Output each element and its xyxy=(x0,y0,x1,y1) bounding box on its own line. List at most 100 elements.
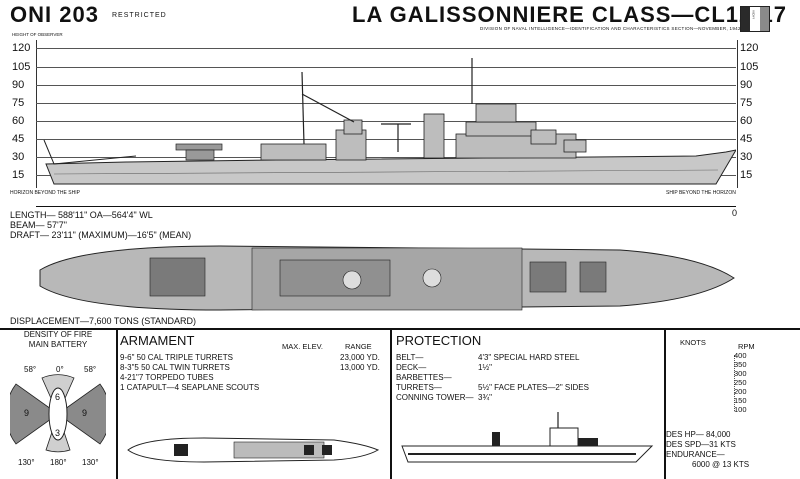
sector-value-aft: 3 xyxy=(55,428,61,438)
ship-side-profile xyxy=(43,58,736,185)
divider-armament xyxy=(390,330,392,479)
ship-beyond-horizon-label: SHIP BEYOND THE HORIZON xyxy=(666,190,736,196)
scale-left-90: 90 xyxy=(12,79,25,91)
scale-right-45: 45 xyxy=(740,133,753,145)
masts xyxy=(301,58,473,152)
protection-value-belt: 4'3" SPECIAL HARD STEEL xyxy=(478,353,580,362)
angle-label-right-top: 58° xyxy=(84,365,97,374)
sector-value-forward: 6 xyxy=(55,392,61,402)
rpm-value-150: 150 xyxy=(734,396,747,405)
rpm-value-300: 300 xyxy=(734,369,747,378)
scale-right-15: 15 xyxy=(740,169,753,181)
displacement-value: DISPLACEMENT—7,600 TONS (STANDARD) xyxy=(10,316,197,326)
scale-gridline xyxy=(36,103,736,104)
armament-ship-plan-sketch xyxy=(127,437,380,463)
protection-value-turrets: 5½" FACE PLATES—2" SIDES xyxy=(478,383,589,392)
flag-stripe-right xyxy=(759,7,769,31)
zero-label: 0 xyxy=(732,208,738,218)
protection-value-deck: 1½" xyxy=(478,363,492,372)
density-title-line2: MAIN BATTERY xyxy=(28,340,88,349)
armament-row-3: 4-21"7 TORPEDO TUBES xyxy=(120,373,214,382)
profile-frame xyxy=(36,40,738,188)
density-of-fire-title: DENSITY OF FIRE MAIN BATTERY xyxy=(0,330,116,350)
plan-deck-details xyxy=(149,247,607,311)
rpm-value-350: 350 xyxy=(734,360,747,369)
scale-gridline xyxy=(36,157,736,158)
bow-rigging xyxy=(43,139,137,165)
scale-left-60: 60 xyxy=(12,115,25,127)
restricted-label: RESTRICTED xyxy=(112,12,167,19)
endurance-label: ENDURANCE— xyxy=(666,450,725,459)
document-code: ONI 203 xyxy=(10,2,99,27)
scale-right-105: 105 xyxy=(740,61,759,73)
rpm-value-100: 100 xyxy=(734,405,747,414)
design-speed: DES SPD—31 KTS xyxy=(666,440,736,449)
design-horsepower: DES HP— 84,000 xyxy=(666,430,731,439)
protection-label-conning-tower: CONNING TOWER— xyxy=(396,393,474,402)
length-value: LENGTH— 588'11" OA—564'4" WL xyxy=(10,210,153,220)
armament-range-2: 13,000 YD. xyxy=(340,363,380,372)
scale-right-120: 120 xyxy=(740,42,759,54)
ship-plan-view xyxy=(39,245,735,311)
flag-stripe-left xyxy=(741,7,751,31)
page-title: LA GALISSONNIERE CLASS—CL12-17 xyxy=(352,2,788,27)
catapult xyxy=(175,143,223,161)
scale-left-105: 105 xyxy=(12,61,31,73)
divider-protection xyxy=(664,330,666,479)
armament-col-elev: MAX. ELEV. xyxy=(282,342,323,351)
flag-stripe-middle: VICHY xyxy=(750,7,760,31)
draft-value: DRAFT— 23'11" (MAXIMUM)—16'5" (MEAN) xyxy=(10,230,192,240)
scale-left-15: 15 xyxy=(12,169,25,181)
scale-gridline xyxy=(36,85,736,86)
scale-left-45: 45 xyxy=(12,133,25,145)
armament-col-range: RANGE xyxy=(345,342,372,351)
flag-text: VICHY xyxy=(751,10,756,20)
beam-value: BEAM— 57'7" xyxy=(10,220,67,230)
divider-density xyxy=(116,330,118,479)
rpm-label: RPM xyxy=(738,342,755,351)
endurance-value: 6000 @ 13 KTS xyxy=(692,460,750,469)
hull-profile xyxy=(45,149,736,185)
page-subtitle: DIVISION OF NAVAL INTELLIGENCE—IDENTIFIC… xyxy=(480,26,741,31)
protection-title: PROTECTION xyxy=(396,333,482,348)
scale-gridline xyxy=(36,48,736,49)
scale-left-30: 30 xyxy=(12,151,25,163)
density-of-fire-diagram xyxy=(10,374,106,453)
vichy-flag: VICHY xyxy=(740,6,770,32)
rpm-value-200: 200 xyxy=(734,387,747,396)
density-title-line1: DENSITY OF FIRE xyxy=(23,330,93,339)
armament-range-1: 23,000 YD. xyxy=(340,353,380,362)
horizon-line xyxy=(36,206,736,207)
superstructure xyxy=(260,103,587,161)
scale-left-75: 75 xyxy=(12,97,25,109)
angle-label-right-bottom: 130° xyxy=(82,458,99,467)
protection-value-conning-tower: 3¾" xyxy=(478,393,492,402)
horizon-beyond-ship-label: HORIZON BEYOND THE SHIP xyxy=(10,190,80,196)
rpm-value-250: 250 xyxy=(734,378,747,387)
scale-left-120: 120 xyxy=(12,42,31,54)
rpm-scale xyxy=(704,355,735,411)
protection-label-turrets: TURRETS— xyxy=(396,383,442,392)
angle-label-center-top: 0° xyxy=(56,365,64,374)
height-of-observer-label: HEIGHT OF OBSERVER xyxy=(12,32,63,37)
protection-label-belt: BELT— xyxy=(396,353,424,362)
scale-right-30: 30 xyxy=(740,151,753,163)
section-divider xyxy=(0,328,800,330)
angle-label-left-top: 58° xyxy=(24,365,37,374)
armament-row-1: 9-6" 50 CAL TRIPLE TURRETS xyxy=(120,353,233,362)
protection-ship-section-sketch xyxy=(401,412,654,463)
scale-right-75: 75 xyxy=(740,97,753,109)
protection-label-barbettes: BARBETTES— xyxy=(396,373,452,382)
scale-right-90: 90 xyxy=(740,79,753,91)
sector-value-left: 9 xyxy=(24,408,30,418)
armament-row-4: 1 CATAPULT—4 SEAPLANE SCOUTS xyxy=(120,383,260,392)
rpm-value-400: 400 xyxy=(734,351,747,360)
armament-row-2: 8-3"5 50 CAL TWIN TURRETS xyxy=(120,363,230,372)
angle-label-left-bottom: 130° xyxy=(18,458,35,467)
armament-title: ARMAMENT xyxy=(120,333,195,348)
angle-label-center-bottom: 180° xyxy=(50,458,67,467)
scale-gridline xyxy=(36,139,736,140)
scale-gridline xyxy=(36,121,736,122)
scale-right-60: 60 xyxy=(740,115,753,127)
sector-value-right: 9 xyxy=(82,408,88,418)
